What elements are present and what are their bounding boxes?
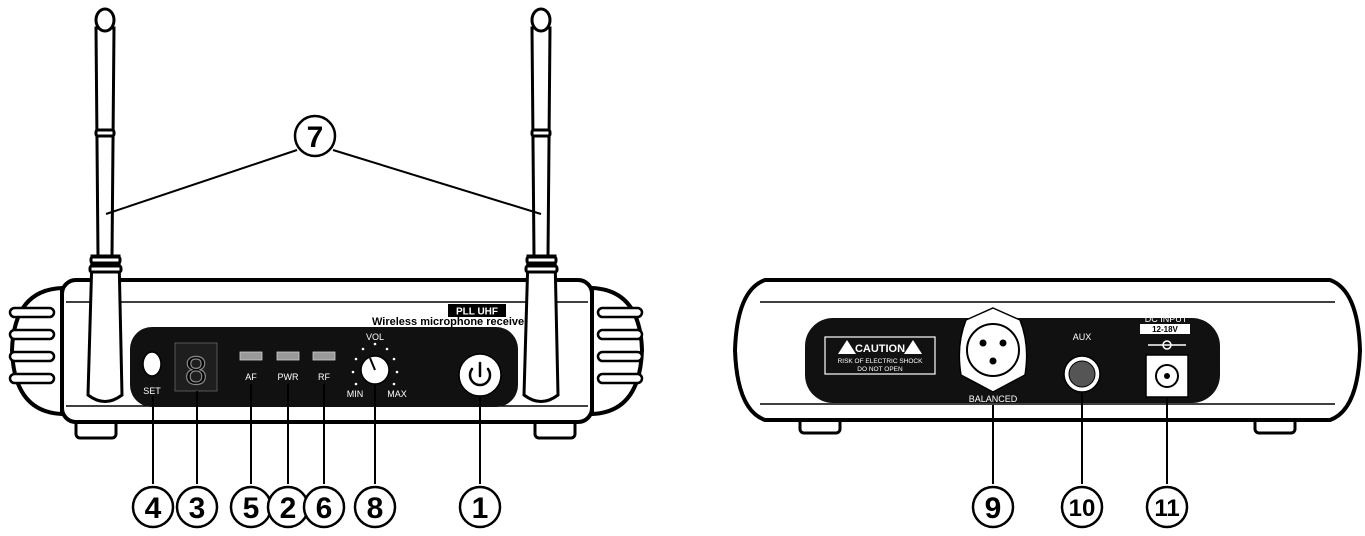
callout-1: 1 <box>458 485 502 529</box>
svg-text:5: 5 <box>243 492 260 525</box>
callouts: 7 4 3 5 2 6 8 1 <box>131 114 1189 529</box>
brand-badge <box>448 304 506 317</box>
callout-3: 3 <box>175 485 219 529</box>
set-button[interactable] <box>142 351 162 377</box>
warning-icon-left <box>838 340 856 354</box>
callout-lines <box>105 149 1168 484</box>
antenna-left <box>86 7 124 403</box>
front-vents-right <box>596 306 644 385</box>
svg-text:1: 1 <box>472 492 489 525</box>
callout-11: 11 <box>1145 485 1189 529</box>
dc-input-label: DC INPUT <box>1145 314 1188 324</box>
callout-2: 2 <box>266 485 310 529</box>
set-label: SET <box>143 386 161 396</box>
led-pwr <box>276 351 300 361</box>
svg-text:10: 10 <box>1069 495 1096 522</box>
dc-rating: 12-18V <box>1152 325 1178 334</box>
svg-text:6: 6 <box>316 492 333 525</box>
rear-unit: CAUTION RISK OF ELECTRIC SHOCK DO NOT OP… <box>732 278 1363 435</box>
led-label-rf: RF <box>318 372 330 382</box>
callout-5: 5 <box>229 485 273 529</box>
front-unit: PLL UHF Wireless microphone receiver SET… <box>8 7 645 440</box>
dc-rating-box <box>1140 324 1190 334</box>
xlr-pin-3 <box>989 357 997 365</box>
max-label: MAX <box>387 389 407 399</box>
power-icon <box>468 361 492 387</box>
min-label: MIN <box>347 389 364 399</box>
caution-line2: DO NOT OPEN <box>857 366 903 373</box>
receiver-subtitle: Wireless microphone receiver <box>372 316 529 328</box>
polarity-icon <box>1148 340 1186 350</box>
vol-label: VOL <box>366 332 384 342</box>
svg-text:9: 9 <box>985 492 1002 525</box>
callout-9: 9 <box>971 485 1015 529</box>
callout-6: 6 <box>302 485 346 529</box>
front-vents-left <box>8 306 56 385</box>
volume-scale <box>351 342 399 386</box>
channel-display <box>174 342 218 392</box>
svg-text:4: 4 <box>145 492 162 525</box>
caution-title: CAUTION <box>855 343 905 355</box>
svg-text:8: 8 <box>367 492 384 525</box>
caution-line1: RISK OF ELECTRIC SHOCK <box>838 358 924 365</box>
callout-4: 4 <box>131 485 175 529</box>
balanced-label: BALANCED <box>969 394 1018 404</box>
caution-plate <box>824 336 936 375</box>
display-digit: 8 <box>185 349 207 393</box>
led-label-af: AF <box>245 372 257 382</box>
aux-label: AUX <box>1073 332 1092 342</box>
led-label-pwr: PWR <box>278 372 299 382</box>
led-af <box>239 351 263 361</box>
warning-icon-right <box>904 340 922 354</box>
callout-7: 7 <box>293 114 337 158</box>
brand-text: PLL UHF <box>456 307 498 318</box>
svg-text:11: 11 <box>1154 495 1179 522</box>
callout-10: 10 <box>1060 485 1104 529</box>
xlr-pin-2 <box>999 339 1007 347</box>
svg-text:3: 3 <box>189 492 206 525</box>
front-panel <box>130 327 518 407</box>
svg-text:2: 2 <box>280 492 297 525</box>
callout-8: 8 <box>353 485 397 529</box>
svg-text:7: 7 <box>307 121 324 154</box>
antenna-right <box>522 7 560 403</box>
led-rf <box>312 351 336 361</box>
xlr-pin-1 <box>979 339 987 347</box>
